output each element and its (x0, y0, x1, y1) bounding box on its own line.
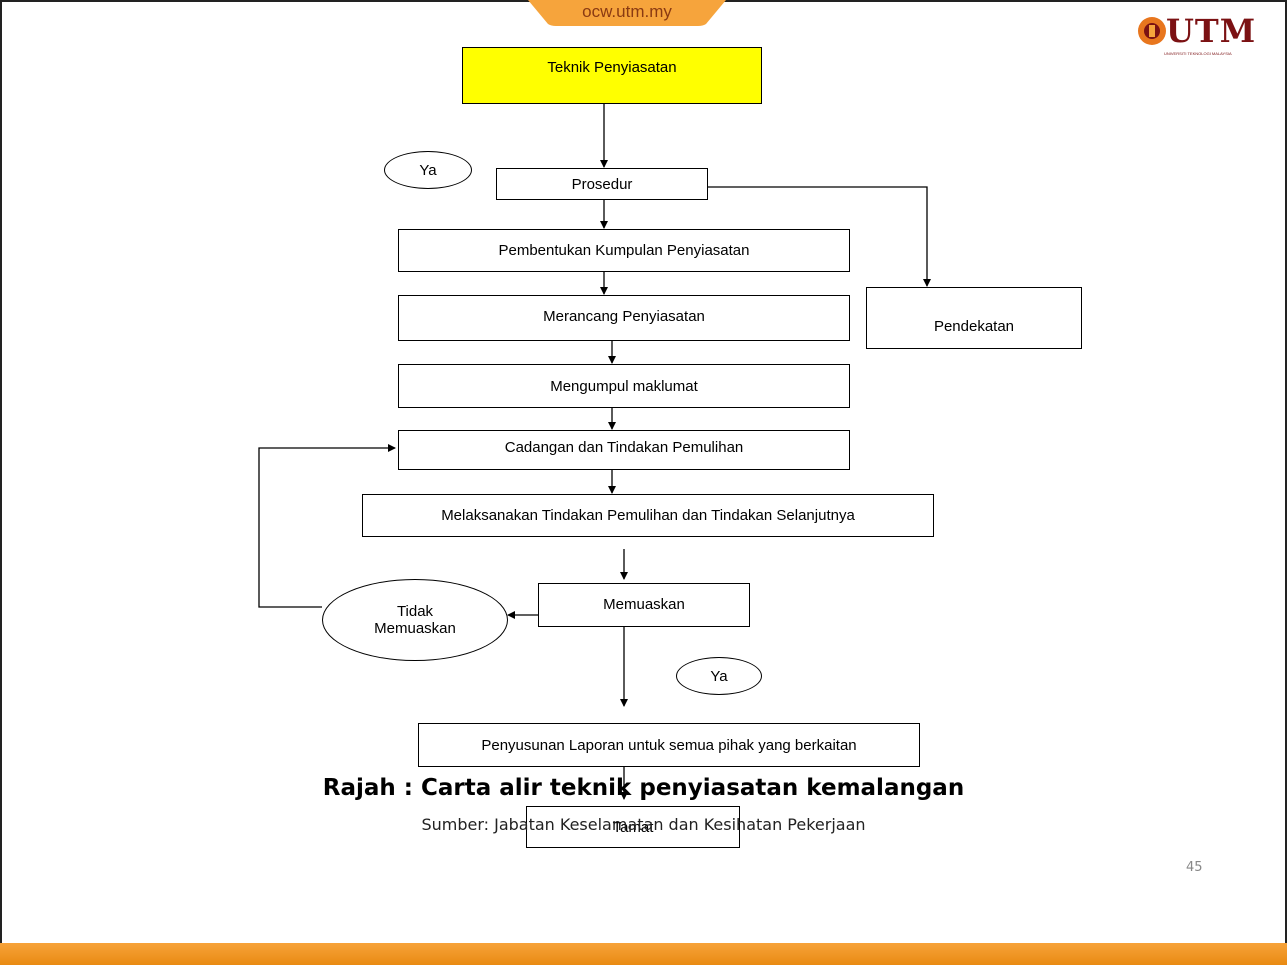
utm-logo (1138, 17, 1166, 45)
figure-caption-title: Rajah : Carta alir teknik penyiasatan ke… (322, 775, 965, 801)
arrow-tidak-cadangan (258, 444, 396, 608)
node-penyusunan-laporan: Penyusunan Laporan untuk semua pihak yan… (418, 723, 920, 767)
oval-ya-top: Ya (384, 151, 472, 189)
footer-bar (0, 943, 1287, 965)
node-prosedur: Prosedur (496, 168, 708, 200)
site-tab (528, 0, 726, 26)
node-pendekatan: Pendekatan (866, 287, 1082, 349)
site-url-label[interactable]: ocw.utm.my (582, 2, 672, 21)
logo-wordmark: UTM (1166, 12, 1257, 50)
oval-ya-bottom: Ya (676, 657, 762, 695)
node-pembentukan-kumpulan: Pembentukan Kumpulan Penyiasatan (398, 229, 850, 272)
node-tamat: Tamat (526, 806, 740, 848)
node-teknik-penyiasatan: Teknik Penyiasatan (462, 47, 762, 104)
node-mengumpul-maklumat: Mengumpul maklumat (398, 364, 850, 408)
figure-caption-source: Sumber: Jabatan Keselamatan dan Kesihata… (421, 815, 866, 834)
node-memuaskan: Memuaskan (538, 583, 750, 627)
arrow-prosedur-pendekatan (708, 186, 931, 287)
node-merancang-penyiasatan: Merancang Penyiasatan (398, 295, 850, 341)
logo-subtitle: UNIVERSITI TEKNOLOGI MALAYSIA (1164, 51, 1232, 56)
node-cadangan-tindakan: Cadangan dan Tindakan Pemulihan (398, 430, 850, 470)
page-number: 45 (1186, 860, 1203, 875)
oval-tidak-memuaskan: Tidak Memuaskan (322, 579, 508, 661)
tidak-label: Tidak (396, 603, 434, 620)
memuaskan-label: Memuaskan (374, 620, 456, 637)
node-melaksanakan-tindakan: Melaksanakan Tindakan Pemulihan dan Tind… (362, 494, 934, 537)
